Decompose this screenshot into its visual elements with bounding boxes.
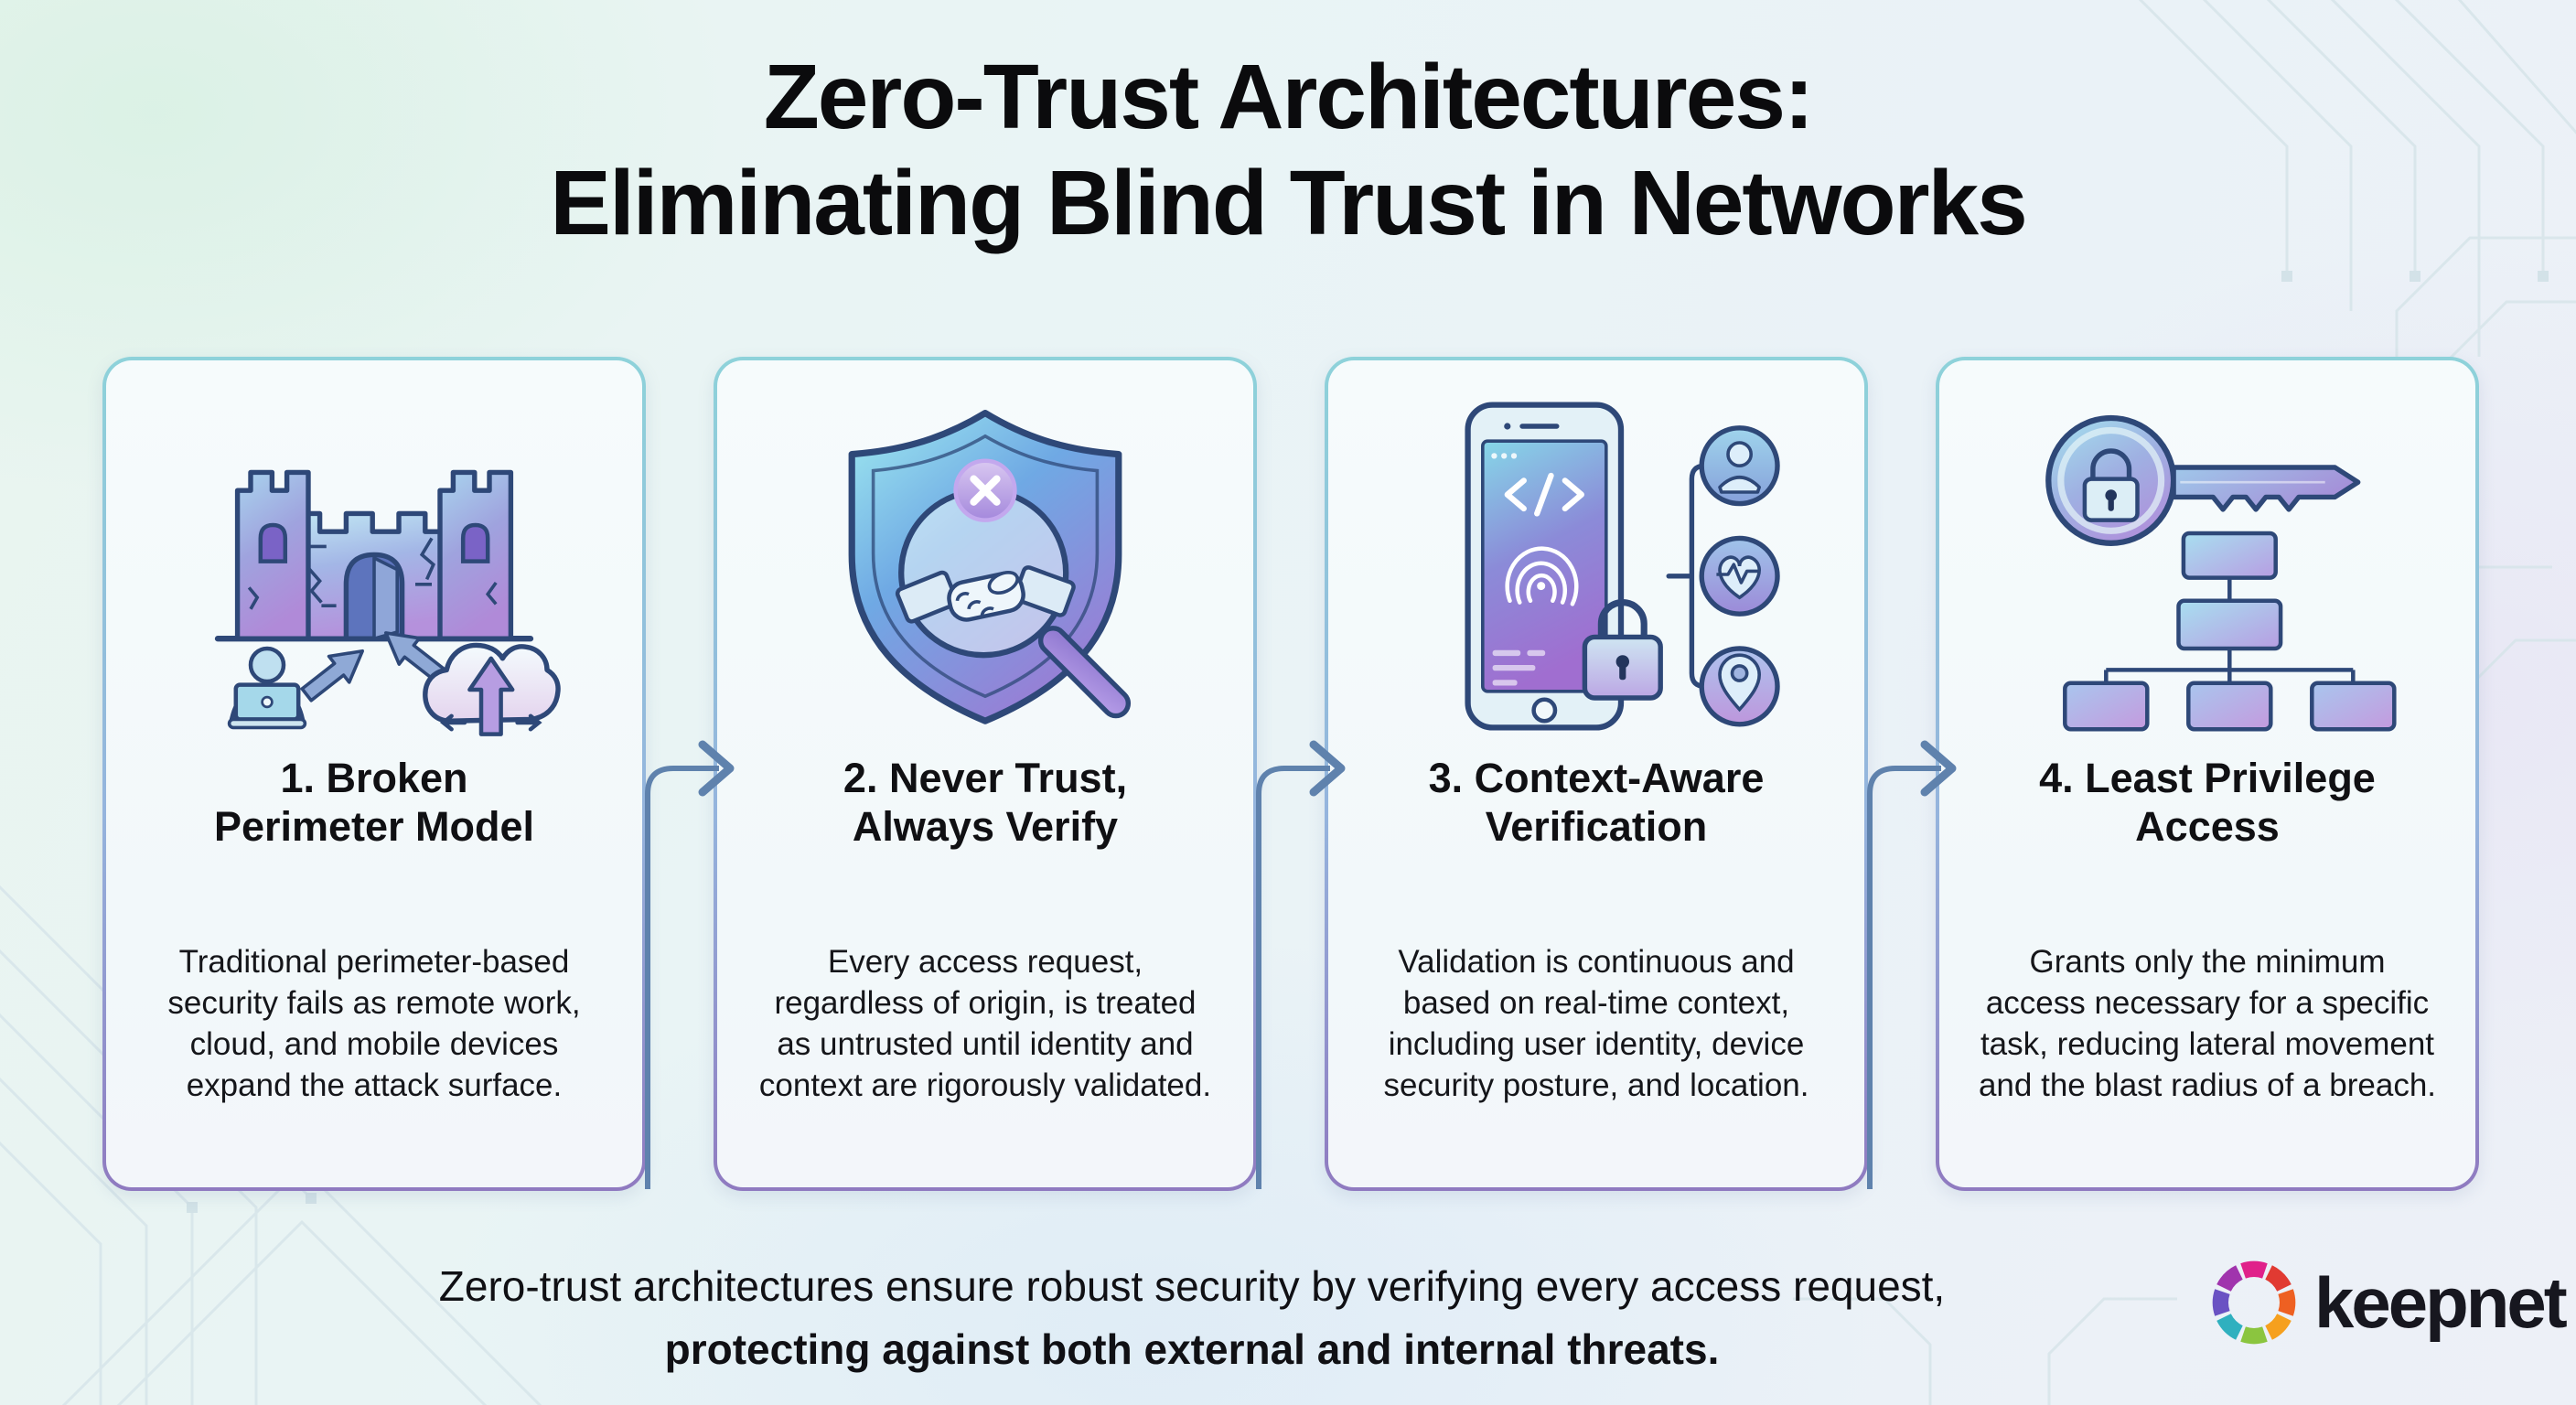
card-title: 4. Least Privilege Access (2039, 755, 2376, 851)
keepnet-emblem-icon (2212, 1260, 2296, 1345)
page-title-line2: Eliminating Blind Trust in Networks (550, 152, 2028, 254)
card-body: Every access request, regardless of orig… (758, 944, 1212, 1103)
card-title: 1. Broken Perimeter Model (213, 755, 535, 851)
card-title: 2. Never Trust, Always Verify (843, 755, 1128, 851)
card-context-aware: 3. Context-Aware Verification Validation… (1325, 357, 1868, 1191)
card-body: Validation is continuous and based on re… (1383, 944, 1809, 1103)
phone-context-verification-icon (1390, 391, 1803, 741)
card-never-trust: 2. Never Trust, Always Verify Every acce… (714, 357, 1257, 1191)
shield-handshake-magnifier-icon (778, 391, 1192, 741)
keepnet-logo: keepnet (2203, 1251, 2568, 1354)
card-least-privilege: 4. Least Privilege Access Grants only th… (1936, 357, 2479, 1191)
flow-arrow-3 (1867, 740, 1957, 1189)
card-body: Traditional perimeter-based security fai… (167, 944, 581, 1103)
keepnet-logo-text: keepnet (2314, 1261, 2568, 1343)
card-broken-perimeter: 1. Broken Perimeter Model Traditional pe… (102, 357, 646, 1191)
broken-castle-perimeter-icon (167, 391, 581, 741)
page-title-line1: Zero-Trust Architectures: (763, 46, 1815, 148)
card-body: Grants only the minimum access necessary… (1978, 944, 2437, 1103)
key-least-privilege-icon (2001, 391, 2414, 741)
page-title: Zero-Trust Architectures: Eliminating Bl… (0, 44, 2576, 256)
card-title: 3. Context-Aware Verification (1428, 755, 1765, 851)
footer-summary: Zero-trust architectures ensure robust s… (0, 1255, 2384, 1381)
footer-line2: protecting against both external and int… (664, 1325, 1720, 1373)
flow-arrow-1 (645, 740, 735, 1189)
footer-line1: Zero-trust architectures ensure robust s… (438, 1262, 1946, 1310)
flow-arrow-2 (1256, 740, 1346, 1189)
